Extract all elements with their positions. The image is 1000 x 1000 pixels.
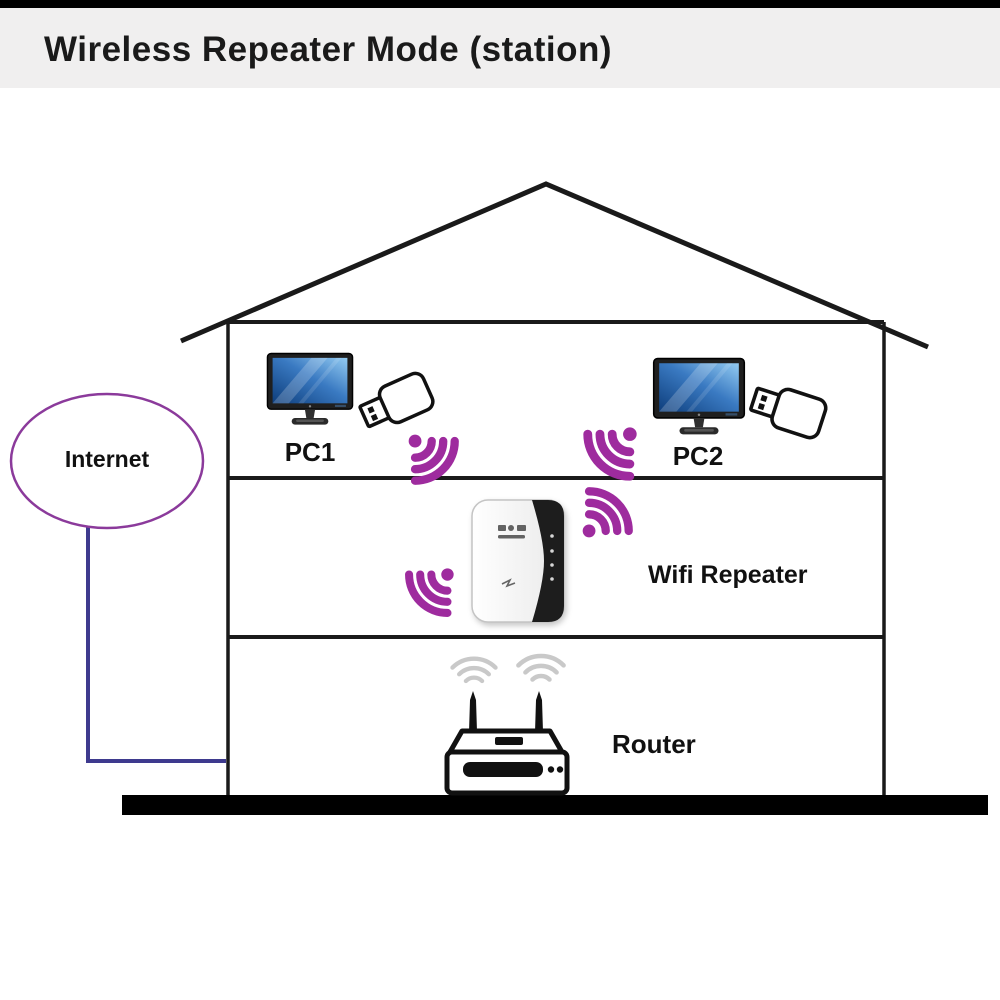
internet-label: Internet xyxy=(64,446,150,472)
repeater-wifi-signal-left-icon xyxy=(405,568,454,617)
repeater-status-leds xyxy=(550,534,554,581)
internet-ellipse xyxy=(9,392,205,530)
ground-bar xyxy=(122,795,988,815)
internet-link-line xyxy=(86,527,226,763)
roof-outline xyxy=(180,181,929,350)
pc2-usb-wifi-adapter-icon xyxy=(749,386,828,440)
router-wifi-arcs-left-icon xyxy=(450,656,498,684)
router-wifi-arcs-right-icon xyxy=(516,653,566,682)
pc2-wifi-signal-icon xyxy=(583,427,637,481)
title-header: Wireless Repeater Mode (station) xyxy=(0,8,1000,88)
pc1-label: PC1 xyxy=(284,437,336,467)
pc1-monitor-icon xyxy=(266,352,354,425)
top-border-bar xyxy=(0,0,1000,8)
page-title: Wireless Repeater Mode (station) xyxy=(44,30,613,69)
repeater-logo xyxy=(498,525,526,539)
router-antenna-right xyxy=(535,691,543,732)
wifi-repeater-device-icon xyxy=(471,499,565,623)
repeater-black-panel xyxy=(532,500,564,622)
pc2-label: PC2 xyxy=(672,441,724,471)
router-label: Router xyxy=(612,729,696,759)
repeater-wifi-signal-right-icon xyxy=(582,487,633,538)
repeater-wps-mark xyxy=(501,578,516,588)
pc2-monitor-icon xyxy=(652,357,746,435)
router-antenna-left xyxy=(469,691,477,732)
pc1-wifi-signal-icon xyxy=(408,434,459,485)
wifi-repeater-label: Wifi Repeater xyxy=(648,561,808,589)
router-icon xyxy=(444,691,570,796)
pc1-usb-wifi-adapter-icon xyxy=(358,371,435,429)
